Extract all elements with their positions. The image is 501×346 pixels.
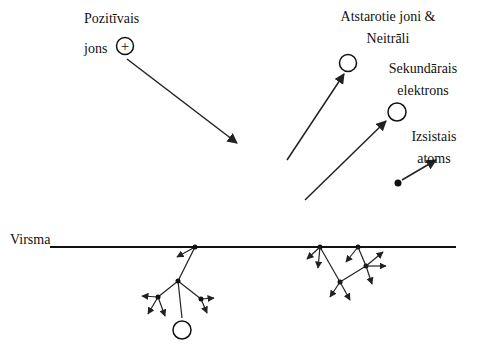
surface-label: Virsma bbox=[10, 229, 62, 251]
atom-dot bbox=[395, 180, 402, 187]
ion-label: Pozitīvais jons bbox=[84, 4, 150, 64]
collision-cascade bbox=[307, 247, 386, 300]
reflected-arrow bbox=[287, 74, 344, 160]
surface-line bbox=[50, 246, 456, 248]
incident-arrow bbox=[127, 59, 237, 143]
collision-cascade bbox=[142, 247, 214, 318]
electron-label: Sekundārais elektrons bbox=[378, 58, 468, 102]
implanted-ion-circle bbox=[173, 321, 191, 339]
atom-label: Izsistais atoms bbox=[400, 126, 468, 170]
electron-arrow bbox=[305, 121, 386, 200]
neutral-circle bbox=[340, 55, 357, 72]
electron-circle bbox=[388, 103, 406, 121]
charge-sign: + bbox=[117, 37, 133, 55]
reflected-label: Atstarotie joni & Neitrāli bbox=[322, 6, 454, 50]
cascade-dots bbox=[156, 245, 369, 302]
ion-circle bbox=[117, 38, 134, 55]
